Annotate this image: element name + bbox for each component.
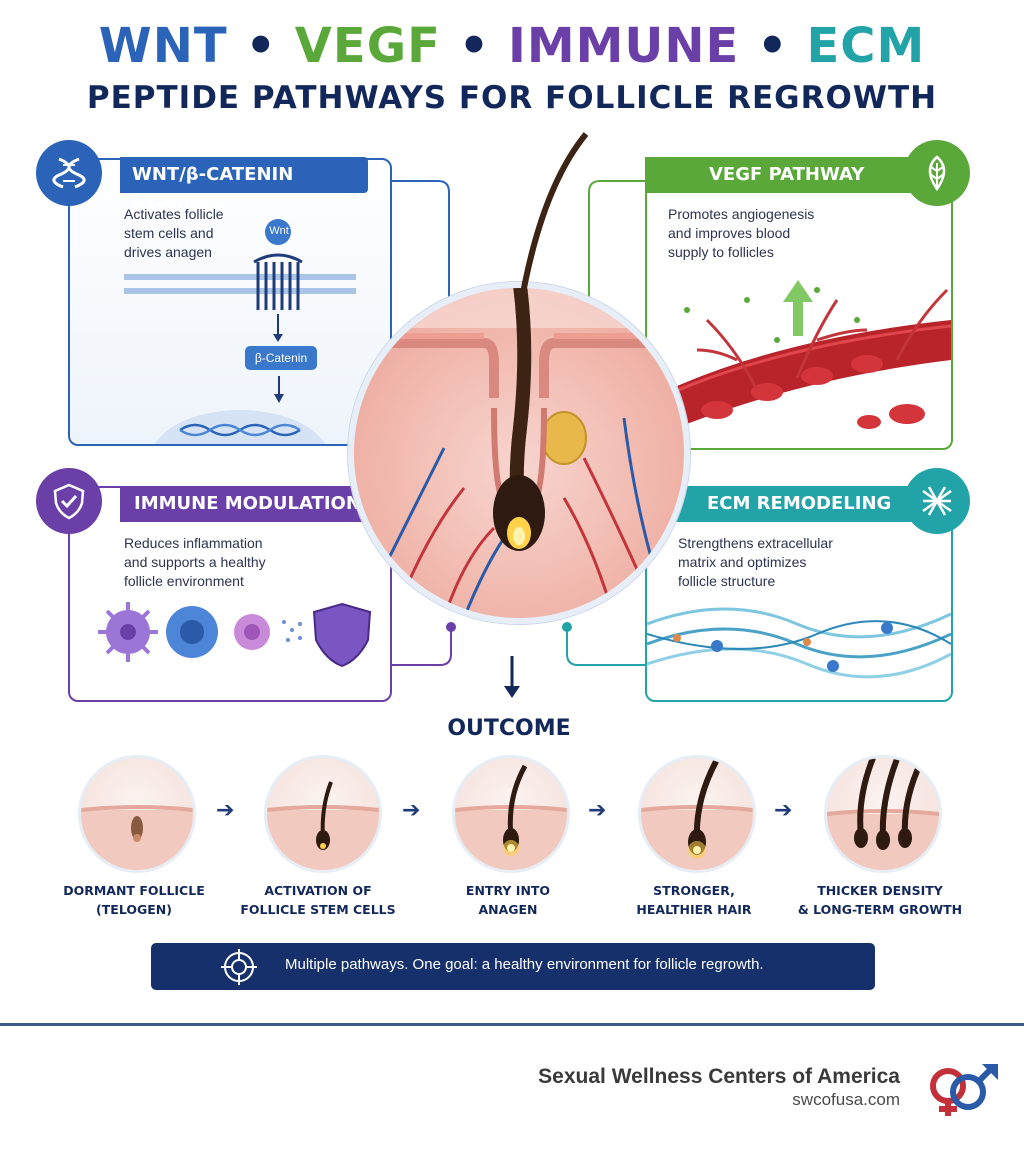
- footer-divider: [0, 1023, 1024, 1026]
- target-icon: [221, 949, 257, 985]
- ecm-description: Strengthens extracellular matrix and opt…: [678, 534, 898, 591]
- up-arrow-icon: [783, 280, 813, 336]
- mesh-icon: [904, 468, 970, 534]
- immune-header: IMMUNE MODULATION: [120, 486, 368, 522]
- ecm-desc-line: follicle structure: [678, 573, 776, 589]
- summary-banner: Multiple pathways. One goal: a healthy e…: [151, 943, 875, 990]
- vegf-desc-line: and improves blood: [668, 225, 791, 241]
- stage-activation: [264, 755, 382, 873]
- immune-desc-line: and supports a healthy: [124, 554, 266, 570]
- stage-anagen: [452, 755, 570, 873]
- stage-label-anagen: ENTRY INTO ANAGEN: [423, 881, 593, 919]
- title-sep: •: [458, 18, 491, 74]
- membrane-receptor-graphic: [124, 219, 356, 342]
- blood-vessel-graphic: [647, 287, 951, 440]
- immune-description: Reduces inflammation and supports a heal…: [124, 534, 344, 591]
- catenin-label: β-Catenin: [245, 346, 317, 370]
- stage-thicker: [824, 755, 942, 873]
- immune-panel: [68, 486, 392, 702]
- vegf-description: Promotes angiogenesis and improves blood…: [668, 205, 868, 262]
- site-url: swcofusa.com: [792, 1090, 900, 1109]
- follicle-illustration: [354, 288, 684, 618]
- title-immune: IMMUNE: [508, 18, 740, 74]
- stage-label-line: FOLLICLE STEM CELLS: [240, 902, 396, 917]
- wnt-desc-line: Activates follicle: [124, 206, 224, 222]
- stage-dormant: [78, 755, 196, 873]
- subtitle: PEPTIDE PATHWAYS FOR FOLLICLE REGROWTH: [86, 80, 938, 116]
- stage-label-activation: ACTIVATION OF FOLLICLE STEM CELLS: [233, 881, 403, 919]
- immune-desc-line: Reduces inflammation: [124, 535, 263, 551]
- title-ecm: ECM: [806, 18, 926, 74]
- wnt-header: WNT/β-CATENIN PATHWAY: [120, 157, 368, 221]
- ecm-desc-line: matrix and optimizes: [678, 554, 807, 570]
- arrow-right-icon: ➔: [216, 798, 235, 823]
- wnt-label: Wnt: [269, 225, 289, 237]
- stage-label-dormant: DORMANT FOLLICLE (TELOGEN): [49, 881, 219, 919]
- ecm-fibers-graphic: [647, 607, 951, 679]
- title-wnt: WNT: [98, 18, 228, 74]
- stage-label-thicker: THICKER DENSITY & LONG-TERM GROWTH: [795, 881, 965, 919]
- banner-text: Multiple pathways. One goal: a healthy e…: [285, 956, 764, 973]
- follicle-cross-section: [348, 282, 690, 624]
- outcome-title: OUTCOME: [447, 716, 571, 741]
- ecm-desc-line: Strengthens extracellular: [678, 535, 833, 551]
- stage-label-line: & LONG-TERM GROWTH: [797, 902, 963, 917]
- gender-symbols-logo: [930, 1064, 998, 1116]
- stage-label-stronger: STRONGER, HEALTHIER HAIR: [609, 881, 779, 919]
- arrow-right-icon: ➔: [588, 798, 607, 823]
- shield-check-icon: [36, 468, 102, 534]
- hair-shaft-graphic: [517, 132, 589, 310]
- vegf-desc-line: Promotes angiogenesis: [668, 206, 815, 222]
- stage-label-line: ANAGEN: [478, 902, 538, 917]
- down-arrow-icon: [274, 376, 284, 403]
- wnt-desc-line: stem cells and: [124, 225, 214, 241]
- stage-stronger: [638, 755, 756, 873]
- immune-desc-line: follicle environment: [124, 573, 244, 589]
- stage-label-line: ENTRY INTO: [465, 883, 551, 898]
- stage-label-line: (TELOGEN): [96, 902, 172, 917]
- immune-cells-graphic: [98, 602, 372, 668]
- arrow-right-icon: ➔: [774, 798, 793, 823]
- main-title: WNT • VEGF • IMMUNE • ECM: [0, 18, 1024, 74]
- nucleus-graphic: [154, 410, 326, 444]
- down-arrow-icon: [504, 656, 520, 698]
- title-vegf: VEGF: [294, 18, 441, 74]
- title-sep: •: [245, 18, 278, 74]
- stage-label-line: HEALTHIER HAIR: [636, 902, 752, 917]
- stage-label-line: STRONGER,: [653, 883, 735, 898]
- brand-name: Sexual Wellness Centers of America: [538, 1065, 900, 1088]
- wnt-desc-line: drives anagen: [124, 244, 212, 260]
- leaf-icon: [904, 140, 970, 206]
- stage-label-line: ACTIVATION OF: [264, 883, 372, 898]
- dna-icon: [36, 140, 102, 206]
- vegf-panel: [645, 158, 953, 450]
- stage-label-line: THICKER DENSITY: [817, 883, 943, 898]
- title-sep: •: [757, 18, 789, 74]
- arrow-right-icon: ➔: [402, 798, 421, 823]
- wnt-description: Activates follicle stem cells and drives…: [124, 205, 264, 262]
- stage-label-line: DORMANT FOLLICLE: [63, 883, 205, 898]
- vegf-desc-line: supply to follicles: [668, 244, 774, 260]
- ecm-panel: [645, 486, 953, 702]
